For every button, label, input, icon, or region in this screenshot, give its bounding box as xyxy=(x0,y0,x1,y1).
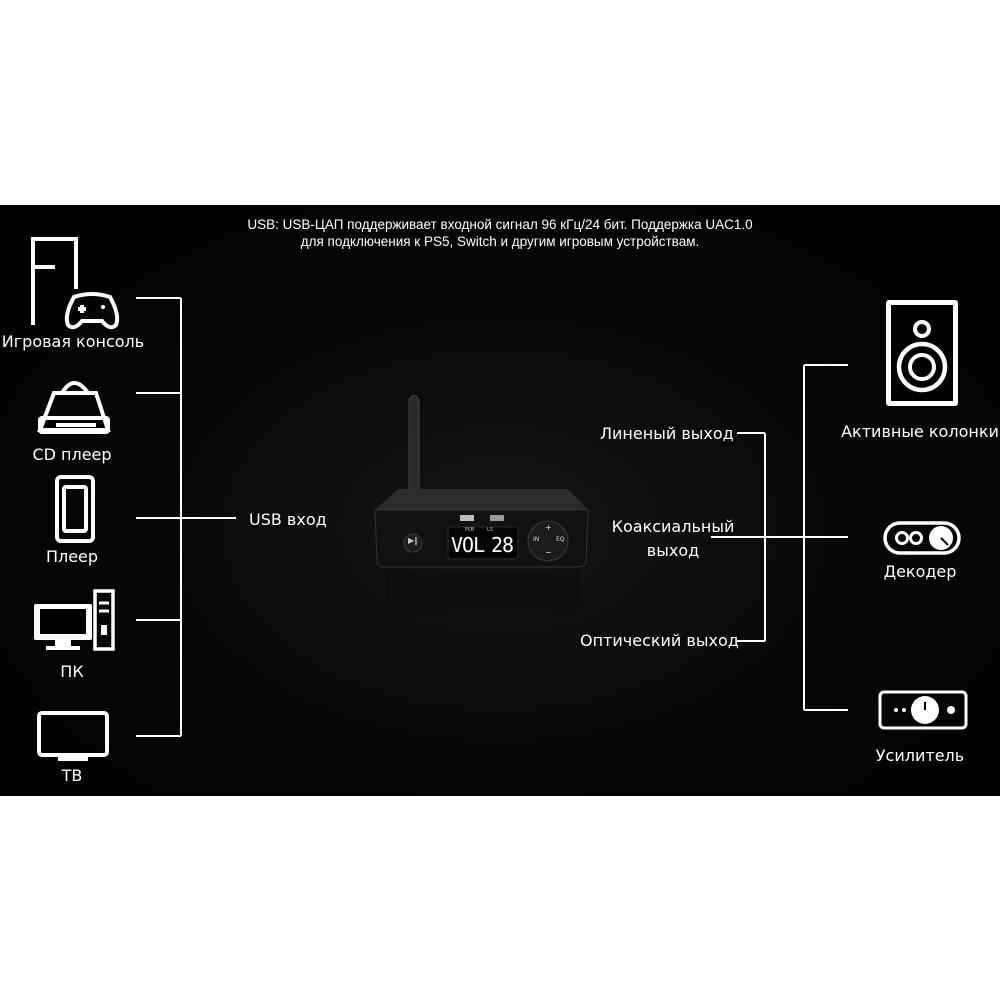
label-tv: ТВ xyxy=(61,766,83,785)
header-line-2: для подключения к PS5, Switch и другим и… xyxy=(300,234,700,249)
lcd-small-right: LS xyxy=(487,527,494,533)
label-optical-out: Оптический выход xyxy=(580,631,739,650)
play-pause-icon[interactable]: ▶‖ xyxy=(408,536,419,545)
pc-icon xyxy=(34,589,115,651)
label-cd-player: CD плеер xyxy=(32,445,112,464)
label-pc: ПК xyxy=(60,662,84,681)
header-line-1: USB: USB-ЦАП поддерживает входной сигнал… xyxy=(247,217,753,232)
device-btn-plus[interactable]: + xyxy=(545,523,552,532)
label-coax-out-2: выход xyxy=(646,541,700,560)
lcd-mode: VOL xyxy=(451,533,485,557)
cd-player-icon xyxy=(37,381,111,434)
connector-lines xyxy=(31,237,968,761)
label-decoder: Декодер xyxy=(883,562,957,581)
label-line-out: Линеный выход xyxy=(600,424,734,443)
decoder-icon xyxy=(883,521,961,555)
dac-device xyxy=(374,395,589,610)
tv-icon xyxy=(37,711,109,761)
label-media-player: Плеер xyxy=(45,547,99,566)
diagram-panel: USB: USB-ЦАП поддерживает входной сигнал… xyxy=(0,205,1000,796)
label-coax-out-1: Коаксиальный xyxy=(611,517,735,536)
media-player-icon xyxy=(55,475,95,543)
lcd-value: 28 xyxy=(491,533,514,557)
game-console-icon xyxy=(31,237,120,330)
device-btn-eq[interactable]: EQ xyxy=(556,536,565,543)
label-usb-input: USB вход xyxy=(249,510,327,529)
device-btn-minus[interactable]: − xyxy=(545,548,552,557)
label-active-speakers: Активные колонки xyxy=(841,422,999,441)
label-game-console: Игровая консоль xyxy=(1,332,145,351)
amplifier-icon xyxy=(878,690,968,730)
speaker-icon xyxy=(886,300,958,406)
label-amplifier: Усилитель xyxy=(875,746,965,765)
device-btn-in[interactable]: IN xyxy=(533,536,540,543)
lcd-small-left: PCB xyxy=(465,527,475,533)
